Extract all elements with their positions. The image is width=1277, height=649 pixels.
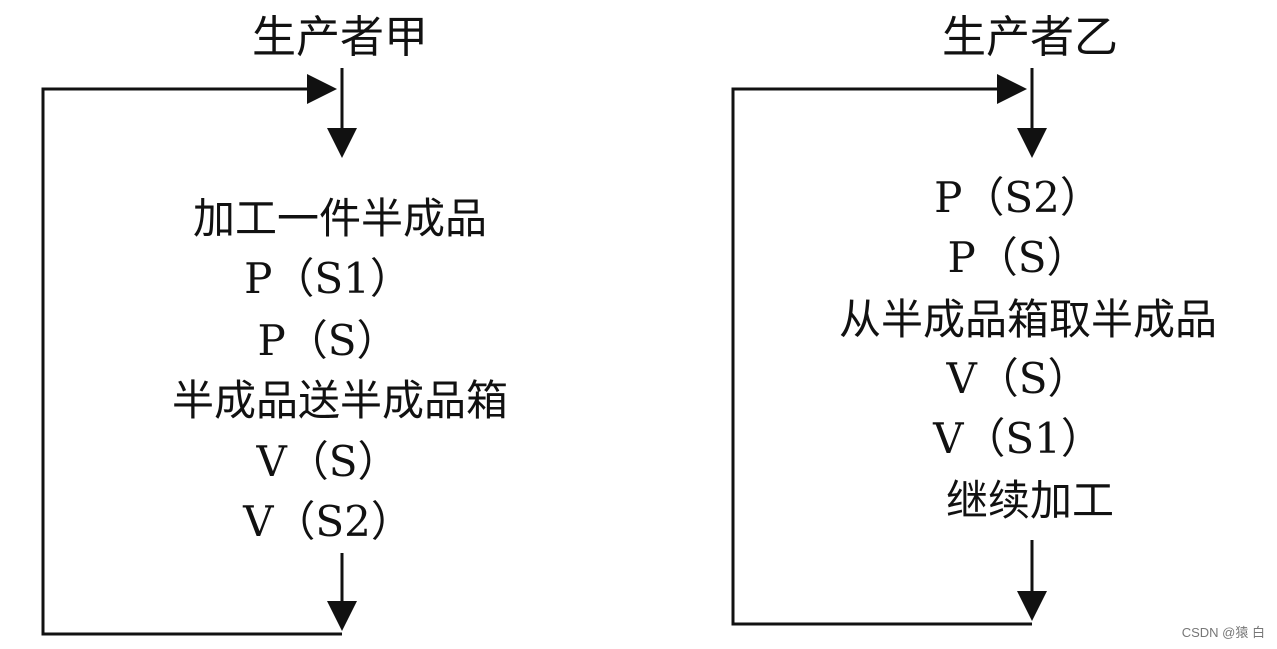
producer-a-step: V（S） — [255, 437, 399, 486]
producer-b-step: 继续加工 — [946, 476, 1114, 525]
producer-b-loop-line — [731, 74, 1032, 626]
producer-a-step: 加工一件半成品 — [193, 194, 487, 243]
producer-a-step: P（S1） — [244, 254, 412, 303]
producer-a-step: V（S2） — [242, 497, 413, 546]
producer-b-step: V（S1） — [932, 414, 1103, 463]
producer-b-step: P（S2） — [934, 173, 1102, 222]
producer-b-step: P（S） — [947, 233, 1088, 282]
producer-a-loop-line — [41, 74, 342, 636]
producer-a-step: 半成品送半成品箱 — [172, 376, 508, 425]
producer-a-flow: 生产者甲 加工一件半成品 P（S1） P（S） 半成品送半成品箱 V（S） V（… — [41, 12, 508, 636]
producer-a-step: P（S） — [257, 316, 398, 365]
watermark: CSDN @猿 白 — [1181, 625, 1265, 640]
producer-b-step: 从半成品箱取半成品 — [839, 295, 1217, 344]
producer-a-title: 生产者甲 — [252, 12, 428, 63]
producer-b-flow: 生产者乙 P（S2） P（S） 从半成品箱取半成品 V（S） V（S1） 继续加… — [731, 12, 1217, 626]
producer-b-step: V（S） — [945, 354, 1089, 403]
producer-b-title: 生产者乙 — [942, 12, 1118, 63]
